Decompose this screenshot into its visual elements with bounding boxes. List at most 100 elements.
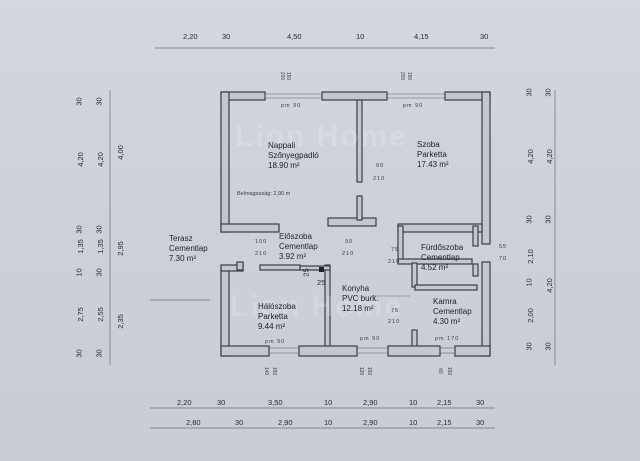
window-label-bottom-right-w: 60 [436,368,443,374]
window-label-bottom-left-h: 150 [271,366,278,376]
top-dim-5: 4,15 [414,32,429,41]
right-dim-1-5: 10 [524,278,534,287]
wall-top-mid [321,91,388,101]
left-dim-1-1: 30 [74,97,84,106]
room-terasz: Terasz Cementlap 7.30 m² [169,234,208,264]
bottom-dim-2-2: 30 [235,418,244,427]
top-dim-3: 4,50 [287,32,302,41]
bottom-dim-1-4: 10 [324,398,333,407]
window-label-bath-w: 55 [499,244,508,250]
wall-mid-left [220,223,280,233]
wall-halo-notch [236,261,244,271]
right-dim-2-4: 4,20 [544,278,554,293]
door-label-eloszoba-h: 210 [255,251,268,257]
top-dim-1: 2,20 [183,32,198,41]
room-furdoszoba: Fürdőszoba Cementlap 4.52 m² [421,243,463,273]
room-area: 4.52 m² [421,263,449,272]
parapet-label-3: pm 90 [265,339,286,345]
wall-bath-left [397,225,404,263]
left-dim-1-2: 4,20 [75,152,85,167]
door-label-eloszoba-w: 100 [255,239,268,245]
left-dim-1-5: 10 [74,268,84,277]
room-floor: PVC burk. [342,294,379,303]
wall-mid-stub [356,195,363,221]
bottom-dim-1-2: 30 [217,398,226,407]
left-dim-1-6: 2,75 [75,307,85,322]
chimney-dim-h: 25 [317,278,326,287]
wall-halo-top-right [259,264,301,271]
right-dim-1-3: 30 [524,215,534,224]
top-dim-2: 30 [222,32,231,41]
ceiling-height-note: Belmagasság: 2,90 m [237,191,291,197]
room-nappali: Nappali Szőnyegpadló 18.90 m² [268,141,319,171]
right-dim-1-6: 2,00 [525,308,535,323]
right-dim-2-2: 4,20 [544,149,554,164]
room-floor: Parketta [417,150,447,159]
right-dim-2-5: 30 [543,342,553,351]
bottom-dim-1-6: 10 [409,398,418,407]
top-dim-6: 30 [480,32,489,41]
door-label-kamra-w: 75 [391,308,400,314]
room-floor: Cementlap [421,253,460,262]
window-label-bath-h: 70 [499,256,508,262]
room-floor: Cementlap [169,244,208,253]
room-name: Nappali [268,141,296,150]
room-floor: Parketta [258,312,288,321]
windows [265,93,455,354]
right-dim-1-7: 30 [524,342,534,351]
door-label-konyha-w: 90 [345,239,354,245]
bottom-dim-2-3: 2,90 [278,418,293,427]
room-floor: Cementlap [433,307,472,316]
chimney-dim-v: 25 [301,268,311,277]
wall-right-upper [481,91,491,245]
bottom-dim-2-5: 2,90 [363,418,378,427]
window-label-top-left-h: 150 [285,71,292,81]
right-dim-2-3: 30 [543,215,553,224]
bottom-dim-1-8: 30 [476,398,485,407]
left-dim-1-3: 30 [74,225,84,234]
room-floor: Cementlap [279,242,318,251]
bottom-dim-2-4: 10 [324,418,333,427]
window-label-top-right-w: 200 [399,71,406,81]
bottom-dim-2-6: 10 [409,418,418,427]
wall-mid-right [397,223,483,233]
left-dim-2-5: 30 [94,268,104,277]
right-dim-2-1: 30 [543,88,553,97]
room-name: Szoba [417,140,440,149]
door-label-konyha-h: 210 [342,251,355,257]
parapet-label-1: pm 90 [281,103,302,109]
room-konyha: Konyha PVC burk. 12.18 m² [342,284,378,314]
wall-bottom-right-1 [387,345,441,357]
door-label-szoba-h: 210 [373,176,386,182]
watermark: Lion Home [235,120,408,153]
right-dim-1-2: 4,20 [525,149,535,164]
window-label-bottom-right-h: 150 [446,366,453,376]
door-label-furdo-h: 210 [388,259,401,265]
wall-kamra-left-top [411,262,418,288]
bottom-dim-1-5: 2,90 [363,398,378,407]
left-dim-1-7: 30 [74,349,84,358]
room-eloszoba: Előszoba Cementlap 3.92 m² [279,232,318,262]
left-dim-3-1: 4,00 [115,145,125,160]
wall-bath-right-bottom [472,263,479,277]
left-dim-1-4: 1,35 [75,239,85,254]
wall-left-lower [220,267,230,357]
wall-left-upper [220,91,230,233]
left-dim-3-3: 2,35 [115,314,125,329]
room-area: 9.44 m² [258,322,286,331]
room-area: 4.30 m² [433,317,461,326]
room-name: Terasz [169,234,193,243]
parapet-label-2: pm 90 [403,103,424,109]
window-label-top-right-h: 150 [406,71,413,81]
bottom-dim-1-3: 3,50 [268,398,283,407]
window-label-bottom-left-w: 140 [263,366,270,376]
room-area: 18.90 m² [268,161,300,170]
watermark-lower: Lion Home [230,290,403,323]
bottom-dim-2-8: 30 [476,418,485,427]
room-area: 7.30 m² [169,254,197,263]
room-area: 12.18 m² [342,304,374,313]
bottom-dim-2-7: 2,15 [437,418,452,427]
room-name: Hálószoba [258,302,296,311]
